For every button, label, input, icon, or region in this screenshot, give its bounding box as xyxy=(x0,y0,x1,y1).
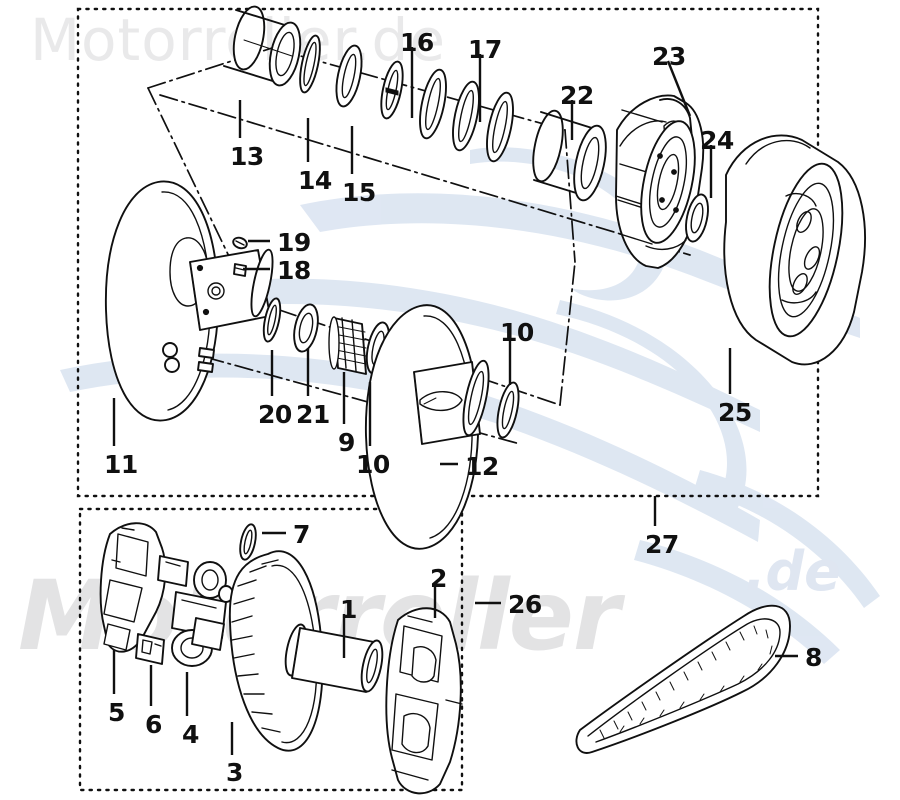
callout-number-9: 9 xyxy=(338,428,355,457)
part-23-centrifugal-clutch-assembly xyxy=(615,94,705,269)
callout-number-14: 14 xyxy=(298,166,332,195)
callout-number-8: 8 xyxy=(805,643,822,672)
part-3-variator-fan-pulley xyxy=(228,550,324,752)
callout-number-27: 27 xyxy=(645,530,679,559)
part-20-shim-washer xyxy=(262,297,282,343)
callout-number-12: 12 xyxy=(465,452,499,481)
part-8-v-drive-belt xyxy=(575,604,791,754)
callout-number-20: 20 xyxy=(258,400,292,429)
callout-number-3: 3 xyxy=(226,758,243,787)
callout-number-24: 24 xyxy=(700,126,734,155)
callout-number-7: 7 xyxy=(293,520,310,549)
part-1-drive-shaft-spacer xyxy=(284,623,384,693)
callout-number-21: 21 xyxy=(296,400,330,429)
callout-leader-lines xyxy=(112,47,798,755)
callout-number-26: 26 xyxy=(508,590,542,619)
callout-number-22: 22 xyxy=(560,81,594,110)
part-22-clutch-spring-sleeve xyxy=(532,109,607,202)
part-17-disc-spring-set xyxy=(419,68,514,163)
callout-number-6: 6 xyxy=(145,710,162,739)
part-18-guide-pin xyxy=(233,263,247,277)
part-13-collar-bush xyxy=(223,5,302,87)
lower-left-assembly-box xyxy=(78,507,464,792)
part-6-guide-slider-block xyxy=(135,633,165,665)
part-10-o-ring-right xyxy=(496,381,520,439)
callout-number-15: 15 xyxy=(342,178,376,207)
part-21-bearing-ring xyxy=(293,303,319,353)
part-15-washer xyxy=(335,44,363,108)
callout-number-4: 4 xyxy=(182,720,199,749)
callout-number-10: 10 xyxy=(356,450,390,479)
callout-number-17: 17 xyxy=(468,35,502,64)
callout-number-11: 11 xyxy=(104,450,138,479)
callout-number-16: 16 xyxy=(400,28,434,57)
callout-number-2: 2 xyxy=(430,564,447,593)
part-19-locating-screw xyxy=(232,236,248,250)
callout-number-5: 5 xyxy=(108,698,125,727)
callout-number-18: 18 xyxy=(277,256,311,285)
callout-number-23: 23 xyxy=(652,42,686,71)
small-fasteners xyxy=(162,342,215,373)
part-4-roller-weight-set xyxy=(157,555,234,667)
callout-number-13: 13 xyxy=(230,142,264,171)
part-24-lock-nut-washer xyxy=(685,193,709,243)
part-12-clutch-pulley-face-inner xyxy=(365,304,490,550)
callout-number-25: 25 xyxy=(718,398,752,427)
part-11-clutch-pulley-face-outer xyxy=(105,180,219,422)
part-7-thrust-washer xyxy=(239,523,257,561)
callout-number-10b: 10 xyxy=(500,318,534,347)
part-16-spring-seat-washer xyxy=(380,60,404,120)
part-9-needle-roller-bearing xyxy=(328,316,367,375)
callout-number-19: 19 xyxy=(277,228,311,257)
part-2-clutch-shoe-assembly-rear xyxy=(385,607,463,795)
callout-number-1: 1 xyxy=(340,595,357,624)
part-14-circlip xyxy=(299,34,321,94)
part-25-clutch-bell-housing xyxy=(723,134,866,366)
